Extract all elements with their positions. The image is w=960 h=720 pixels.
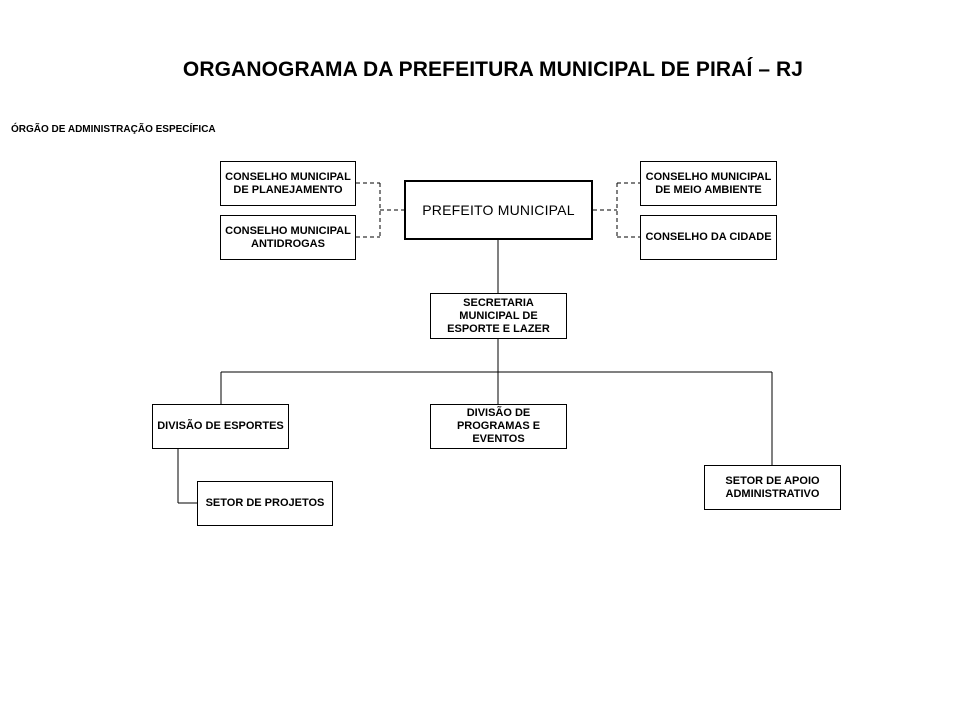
sports-division-label: DIVISÃO DE ESPORTES — [157, 420, 284, 432]
projects-sector-box: SETOR DE PROJETOS — [197, 481, 333, 526]
council-planning-label: CONSELHO MUNICIPAL DE PLANEJAMENTO — [225, 170, 351, 196]
dashed-links-right — [593, 182, 640, 238]
council-planning-box: CONSELHO MUNICIPAL DE PLANEJAMENTO — [220, 161, 356, 206]
secretariat-box: SECRETARIA MUNICIPAL DE ESPORTE E LAZER — [430, 293, 567, 339]
mayor-label: PREFEITO MUNICIPAL — [422, 201, 575, 218]
sports-division-box: DIVISÃO DE ESPORTES — [152, 404, 289, 449]
council-environment-label: CONSELHO MUNICIPAL DE MEIO AMBIENTE — [645, 170, 772, 196]
mayor-box: PREFEITO MUNICIPAL — [404, 180, 593, 240]
chart-title: ORGANOGRAMA DA PREFEITURA MUNICIPAL DE P… — [182, 58, 804, 81]
council-antidrugs-label: CONSELHO MUNICIPAL ANTIDROGAS — [225, 224, 351, 250]
admin-support-sector-label: SETOR DE APOIO ADMINISTRATIVO — [725, 474, 820, 500]
council-antidrugs-box: CONSELHO MUNICIPAL ANTIDROGAS — [220, 215, 356, 260]
dashed-links-left — [356, 182, 404, 238]
council-city-box: CONSELHO DA CIDADE — [640, 215, 777, 260]
projects-sector-label: SETOR DE PROJETOS — [205, 497, 325, 509]
council-environment-box: CONSELHO MUNICIPAL DE MEIO AMBIENTE — [640, 161, 777, 206]
section-subtitle: ÓRGÃO DE ADMINISTRAÇÃO ESPECÍFICA — [11, 124, 216, 135]
council-city-label: CONSELHO DA CIDADE — [645, 231, 772, 243]
admin-support-sector-box: SETOR DE APOIO ADMINISTRATIVO — [704, 465, 841, 510]
solid-links — [177, 240, 773, 504]
programs-division-box: DIVISÃO DE PROGRAMAS E EVENTOS — [430, 404, 567, 449]
secretariat-label: SECRETARIA MUNICIPAL DE ESPORTE E LAZER — [447, 296, 550, 335]
programs-division-label: DIVISÃO DE PROGRAMAS E EVENTOS — [456, 407, 541, 445]
